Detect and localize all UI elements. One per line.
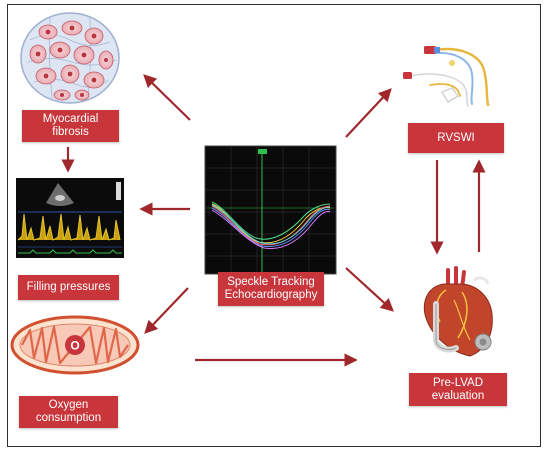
pre-lvad-evaluation-label: Pre-LVAD evaluation [409, 373, 507, 406]
arrows [61, 74, 486, 367]
arrow-to-oxygen [144, 287, 189, 334]
filling-pressures-text: Filling pressures [26, 281, 111, 293]
arrow-to-fibrosis [143, 74, 191, 121]
oxygen-consumption-text: Oxygen consumption [35, 399, 102, 424]
mitochondrion-icon: O [10, 315, 140, 375]
oxygen-consumption-label: Oxygen consumption [19, 396, 118, 428]
myocardial-tissue-icon [20, 12, 120, 104]
speckle-tracking-label: Speckle Tracking Echocardiography [218, 272, 324, 306]
strain-curve-icon [204, 145, 337, 275]
speckle-tracking-text: Speckle Tracking Echocardiography [224, 276, 318, 301]
pre-lvad-evaluation-text: Pre-LVAD evaluation [431, 376, 485, 402]
filling-pressures-label: Filling pressures [18, 275, 119, 300]
mitochondrion-o-text: O [70, 339, 79, 353]
myocardial-fibrosis-text: Myocardial fibrosis [42, 113, 99, 138]
rvswi-label: RVSWI [408, 123, 504, 153]
catheter-icon [403, 46, 490, 108]
heart-lvad-icon [423, 266, 493, 357]
rvswi-text: RVSWI [437, 131, 475, 144]
arrow-to-rvswi [345, 88, 392, 138]
doppler-echo-icon [16, 178, 124, 258]
arrow-to-prelvad [345, 267, 394, 312]
myocardial-fibrosis-label: Myocardial fibrosis [22, 110, 119, 142]
